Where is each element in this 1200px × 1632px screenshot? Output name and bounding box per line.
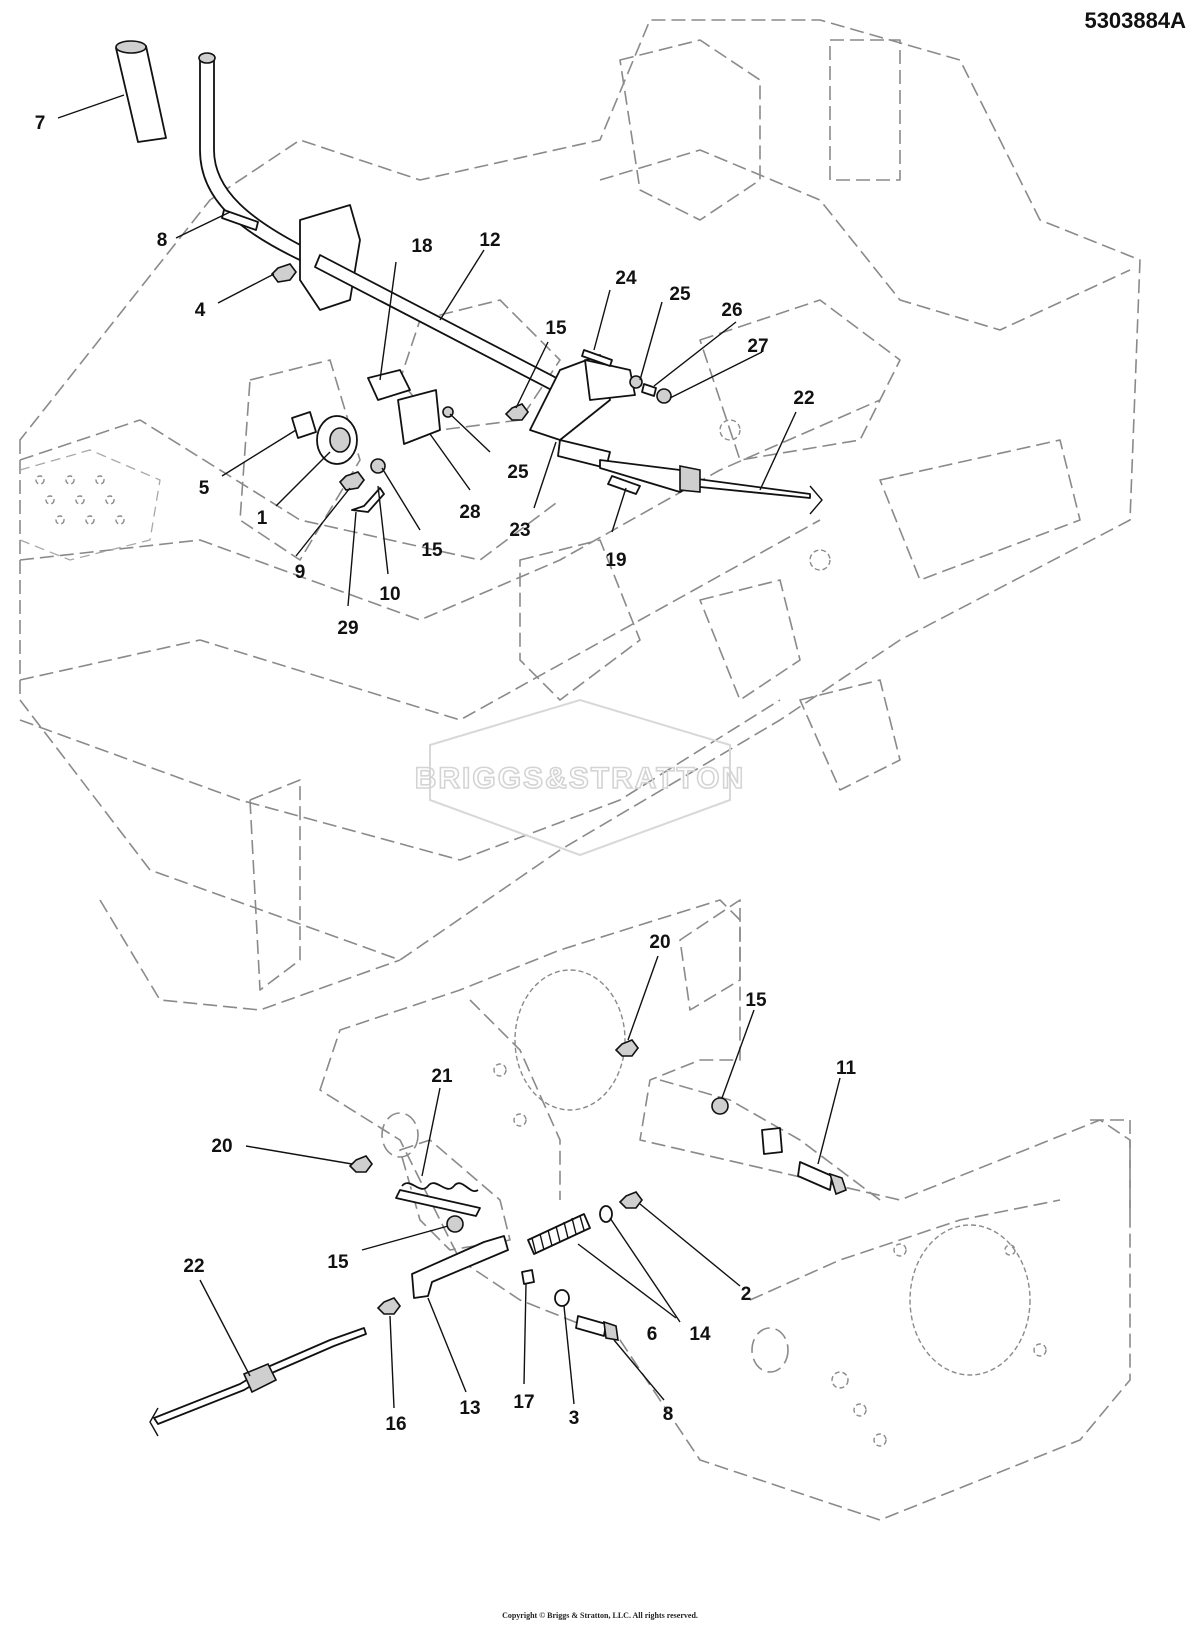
callout-25-a: 25 xyxy=(669,284,691,305)
callout-2: 2 xyxy=(741,1284,752,1305)
callout-15-d: 15 xyxy=(327,1252,349,1273)
callout-25-b: 25 xyxy=(507,462,529,483)
callout-27: 27 xyxy=(747,336,768,357)
callout-28: 28 xyxy=(459,502,480,523)
callout-5: 5 xyxy=(199,478,210,499)
callouts-lower: 20 15 11 21 20 15 22 6 14 2 13 17 3 8 16 xyxy=(183,932,856,1435)
callout-26: 26 xyxy=(721,300,742,321)
callout-15-c: 15 xyxy=(745,990,767,1011)
watermark-logo: BRIGGS&STRATTON xyxy=(414,698,746,857)
callout-15-b: 15 xyxy=(421,540,443,561)
callout-3: 3 xyxy=(569,1408,580,1429)
callout-11: 11 xyxy=(836,1058,857,1079)
callout-6: 6 xyxy=(647,1324,658,1345)
watermark-text: BRIGGS&STRATTON xyxy=(415,762,746,795)
callout-10: 10 xyxy=(379,584,400,605)
copyright-notice: Copyright © Briggs & Stratton, LLC. All … xyxy=(502,1611,698,1620)
callout-14-visible: 14 xyxy=(689,1324,711,1345)
callout-18: 18 xyxy=(411,236,432,257)
leader-lines xyxy=(57,94,841,1409)
callout-15-a: 15 xyxy=(545,318,567,339)
callout-8: 8 xyxy=(157,230,168,251)
callout-16: 16 xyxy=(385,1414,406,1435)
part-7-knob xyxy=(115,40,167,143)
callout-20-b: 20 xyxy=(211,1136,232,1157)
callout-29: 29 xyxy=(337,618,358,639)
callout-22-a: 22 xyxy=(793,388,814,409)
callout-23: 23 xyxy=(509,520,530,541)
callout-9: 9 xyxy=(295,562,306,583)
callout-19: 19 xyxy=(605,550,626,571)
callout-17: 17 xyxy=(513,1392,534,1413)
callout-13: 13 xyxy=(459,1398,480,1419)
lower-assembly xyxy=(149,1039,847,1437)
lower-frame-phantom xyxy=(319,899,1131,1521)
drawing-number: 5303884A xyxy=(1084,8,1186,33)
callout-20-a: 20 xyxy=(649,932,670,953)
callout-12: 12 xyxy=(479,230,500,251)
callout-24: 24 xyxy=(615,268,637,289)
callout-1: 1 xyxy=(257,508,268,529)
upper-frame-phantom xyxy=(19,19,1141,1011)
callout-8-b: 8 xyxy=(663,1404,674,1425)
callout-21: 21 xyxy=(431,1066,453,1087)
callout-7: 7 xyxy=(35,113,46,134)
upper-assembly xyxy=(115,40,823,515)
callout-4: 4 xyxy=(195,300,206,321)
callouts-upper: 7 8 4 18 12 24 25 26 27 15 22 5 1 28 25 … xyxy=(35,113,815,639)
callout-22-b: 22 xyxy=(183,1256,204,1277)
